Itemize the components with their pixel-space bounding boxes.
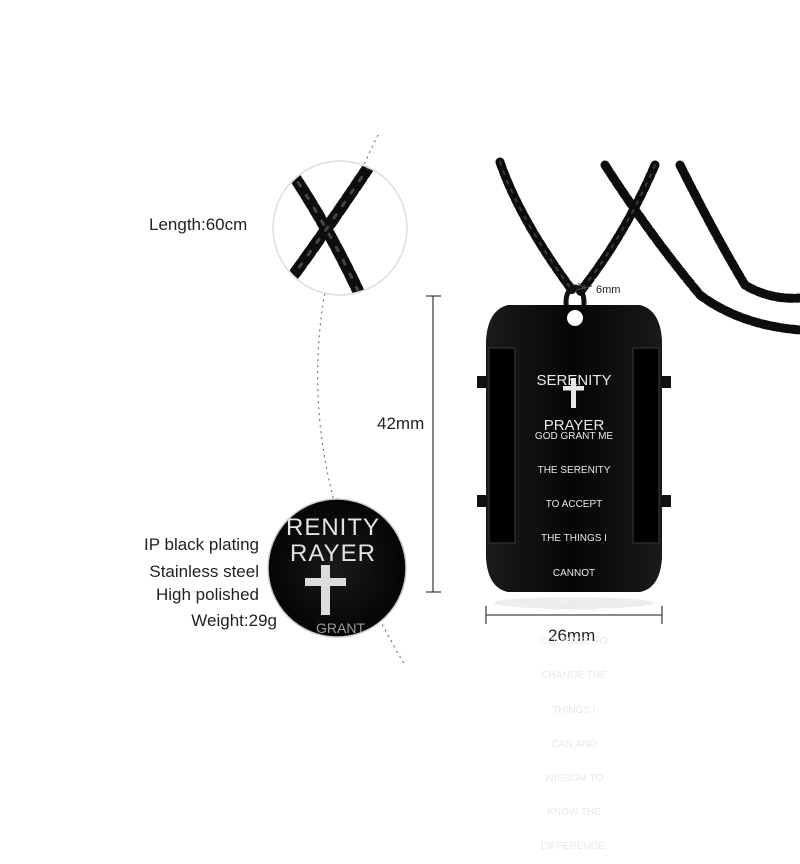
prayer-line: CANNOT	[552, 567, 596, 579]
engraving-zoom-circle	[267, 498, 407, 638]
plating-label: IP black plating	[144, 535, 259, 554]
zoom-line-1: RENITY	[286, 514, 381, 541]
tag-title-line-2: PRAYER	[543, 417, 605, 434]
width-dimension-label: 26mm	[548, 626, 596, 645]
zoom-engraving-text: RENITY RAYER GRANT	[268, 500, 406, 636]
prayer-line: TO ACCEPT	[545, 499, 603, 511]
finish-label: High polished	[155, 585, 259, 604]
tag-title: SERENITY PRAYER	[515, 343, 633, 448]
prayer-line: THE THINGS I	[541, 533, 607, 545]
chain-graphics	[495, 157, 800, 335]
weight-label: Weight:29g	[191, 611, 277, 630]
prayer-line: THINGS I	[552, 704, 596, 716]
prayer-line: WISDOM TO	[544, 773, 604, 784]
length-label: Length:60cm	[149, 215, 248, 234]
height-dimension-label: 42mm	[377, 414, 425, 433]
prayer-line: GOD GRANT ME	[534, 430, 614, 442]
prayer-line: KNOW THE	[547, 807, 601, 819]
prayer-line: CHANGE;	[551, 601, 597, 613]
tag-prayer-text: GOD GRANT ME THE SERENITY TO ACCEPT THE …	[515, 408, 633, 864]
tag-title-line-1: SERENITY	[536, 372, 612, 389]
ring-dimension-label: 6mm	[596, 284, 621, 296]
dog-tag	[477, 305, 671, 592]
chain-zoom-circle	[272, 160, 408, 296]
prayer-line: DIFFERENCE.	[540, 841, 608, 853]
prayer-line: THE SERENITY	[537, 465, 611, 477]
ring-dimension	[575, 282, 593, 291]
prayer-line: CHANGE THE	[541, 670, 607, 682]
prayer-line: COURAGE TO	[540, 636, 608, 648]
prayer-line: CAN;AND	[551, 738, 597, 750]
height-dimension	[426, 295, 441, 593]
width-dimension	[485, 606, 663, 624]
material-label: Stainless steel	[149, 562, 259, 581]
product-illustration	[267, 134, 800, 666]
zoom-line-2: RAYER	[290, 540, 376, 567]
zoom-line-3: GRANT	[316, 620, 365, 636]
